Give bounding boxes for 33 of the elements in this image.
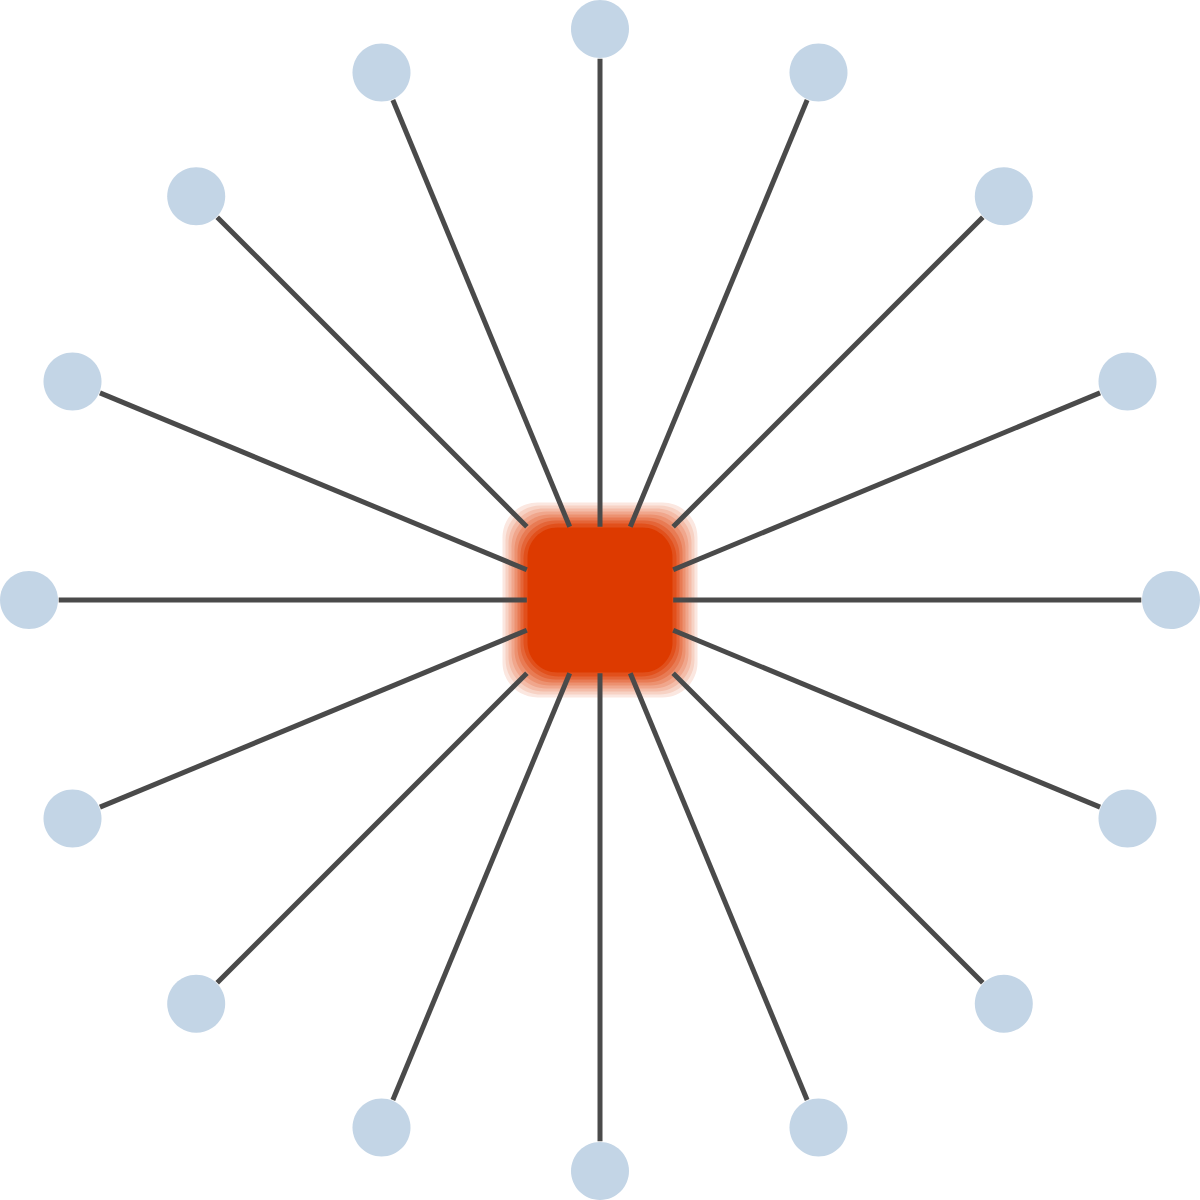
line	[627, 98, 810, 528]
line	[215, 671, 529, 985]
line	[58, 597, 527, 603]
line	[671, 215, 985, 529]
circle	[43, 352, 102, 411]
line	[99, 627, 528, 810]
circle	[974, 167, 1033, 226]
circle	[43, 789, 102, 848]
line	[597, 673, 603, 1142]
circle	[571, 0, 629, 58]
line	[99, 390, 528, 573]
line	[627, 672, 810, 1101]
circle	[1098, 789, 1157, 848]
circle	[352, 43, 411, 102]
line	[672, 627, 1102, 810]
line	[673, 597, 1142, 603]
line	[597, 58, 603, 527]
circle	[167, 974, 226, 1033]
circle	[571, 1142, 629, 1200]
line	[390, 98, 573, 528]
circle	[352, 1098, 411, 1157]
circle	[1142, 571, 1200, 629]
line	[215, 215, 529, 529]
line	[672, 390, 1102, 573]
circle	[789, 43, 848, 102]
circle	[1098, 352, 1157, 411]
circle	[974, 974, 1033, 1033]
circle	[789, 1098, 848, 1157]
line	[671, 671, 985, 985]
circle	[167, 167, 226, 226]
circle	[0, 571, 58, 629]
line	[390, 672, 573, 1101]
glowing-square	[502, 502, 698, 698]
